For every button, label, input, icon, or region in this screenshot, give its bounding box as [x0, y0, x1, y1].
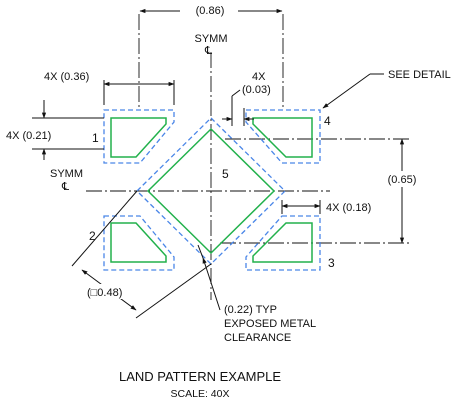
clearance-line-1: (0.22) TYP [224, 304, 277, 316]
dim-mask-gap-count: 4X [252, 71, 266, 83]
clearance-leader-2 [197, 244, 204, 259]
clearance-leader-1 [202, 257, 221, 311]
pad-3-metal [252, 222, 313, 263]
pad-1-metal [110, 117, 167, 158]
see-detail-label: SEE DETAIL [388, 69, 451, 81]
pin-2-label: 2 [89, 229, 96, 243]
dim-pad-width: 4X (0.21) [6, 130, 51, 142]
ext-thermal-left [71, 190, 138, 267]
pad-3-mask [245, 215, 321, 271]
symm-centerline-symbol-left: ℄ [61, 181, 69, 193]
pin-5-label: 5 [222, 167, 229, 181]
dim-mask-gap-leader [231, 89, 241, 97]
pad-2-metal [110, 222, 167, 263]
dim-overall-width: (0.86) [196, 5, 225, 17]
pin-1-label: 1 [92, 131, 99, 145]
clearance-line-3: CLEARANCE [224, 332, 291, 344]
dim-pad-spacing: (0.65) [388, 174, 417, 186]
dim-pad-short: 4X (0.18) [326, 202, 371, 214]
pad-4-metal [252, 117, 313, 158]
drawing-title: LAND PATTERN EXAMPLE [119, 369, 281, 384]
symm-label-top: SYMM [195, 33, 228, 45]
clearance-line-2: EXPOSED METAL [224, 318, 316, 330]
pin-3-label: 3 [328, 256, 335, 270]
pin-4-label: 4 [324, 114, 331, 128]
dim-mask-gap: (0.03) [242, 84, 271, 96]
dim-pad-length: 4X (0.36) [44, 71, 89, 83]
thermal-pad-mask [136, 117, 286, 265]
symm-centerline-symbol-top: ℄ [204, 45, 212, 57]
drawing-scale: SCALE: 40X [171, 388, 230, 400]
thermal-pad-metal [146, 127, 276, 255]
dim-thermal-size: (□0.48) [87, 287, 122, 299]
ext-thermal-right [135, 263, 212, 319]
pad-1-mask [103, 109, 175, 164]
symm-label-left: SYMM [50, 168, 83, 180]
pad-4-mask [245, 109, 321, 164]
see-detail-leader-arrow [322, 73, 371, 109]
